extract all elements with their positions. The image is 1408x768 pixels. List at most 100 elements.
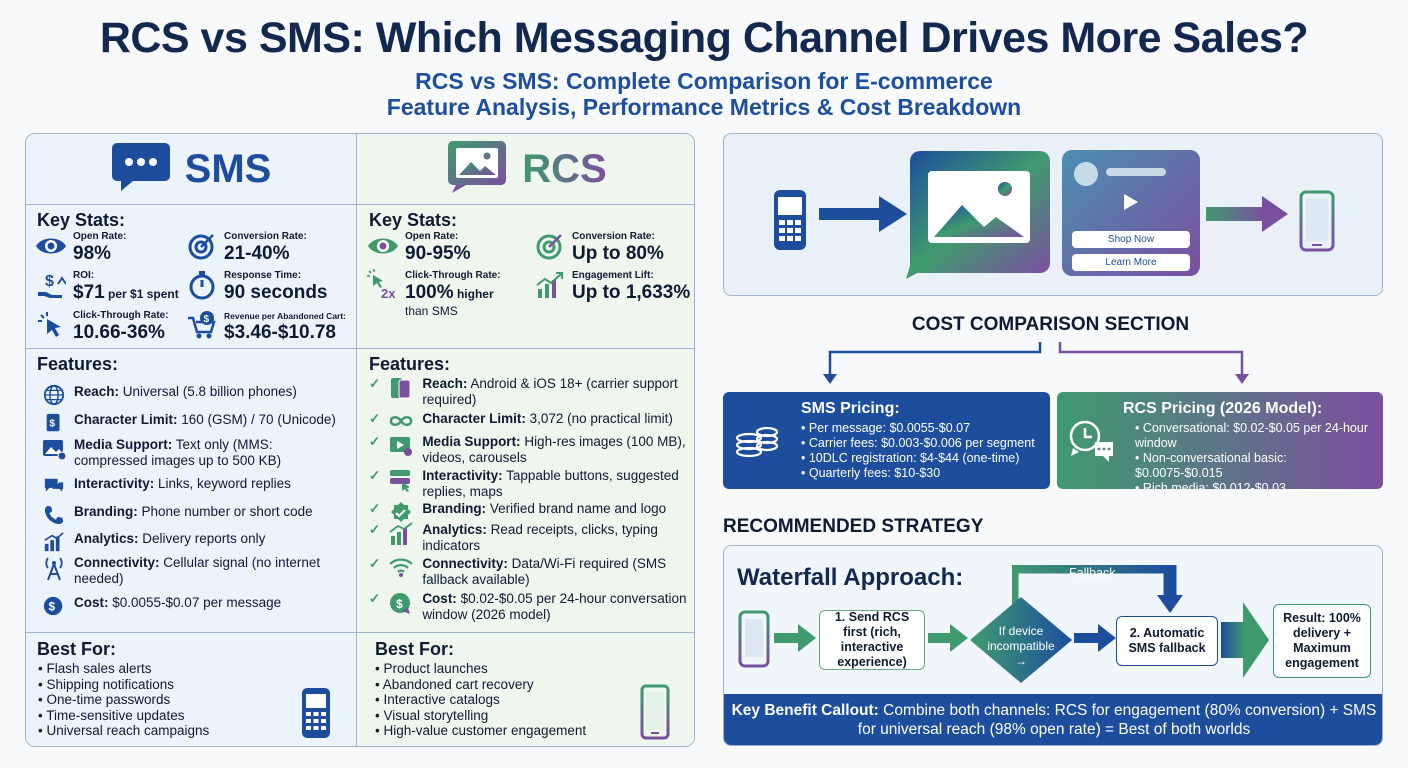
sms-name: SMS xyxy=(184,146,272,191)
feature-text: Cellular signal (no internet needed) xyxy=(74,555,321,586)
stat-value: $3.46-$10.78 xyxy=(224,322,336,343)
feature-label: Connectivity: xyxy=(422,556,508,571)
smartphone-icon xyxy=(1299,190,1335,252)
rcs-feature-interactivity: ✓ Interactivity: Tappable buttons, sugge… xyxy=(369,468,694,500)
feature-label: Analytics: xyxy=(74,531,139,546)
divider xyxy=(357,348,694,349)
result-box: Result: 100% delivery + Maximum engageme… xyxy=(1273,604,1371,678)
sms-key-stats-heading: Key Stats: xyxy=(37,210,126,230)
sms-stat-response-time: Response Time:90 seconds xyxy=(186,270,328,303)
check-icon: ✓ xyxy=(369,591,381,606)
buttons-icon xyxy=(390,470,411,492)
infinity-icon xyxy=(390,416,413,426)
image-icon xyxy=(43,440,66,461)
rcs-best-item: • High-value customer engagement xyxy=(375,723,587,738)
rcs-stat-conversion: Conversion Rate:Up to 80% xyxy=(534,231,664,264)
callout-label: Key Benefit Callout: xyxy=(731,702,879,719)
sms-best-item: • Flash sales alerts xyxy=(38,661,152,676)
sms-best-item: • One-time passwords xyxy=(38,692,171,707)
sms-pricing-line: • 10DLC registration: $4-$44 (one-time) xyxy=(801,451,1020,465)
sms-stat-open-rate: Open Rate:98% xyxy=(35,231,126,264)
stat-extra: than SMS xyxy=(405,304,458,318)
wifi-icon xyxy=(389,558,414,577)
feature-text: Text only (MMS: compressed images up to … xyxy=(74,437,282,468)
bar-chart-icon xyxy=(44,532,64,552)
growth-chart-icon xyxy=(534,270,566,300)
rcs-best-item: • Visual storytelling xyxy=(375,708,489,723)
big-arrow-right-icon xyxy=(1221,602,1269,678)
decision-label: If device incompatible → xyxy=(987,624,1055,668)
rcs-image-message-icon xyxy=(446,139,508,200)
feature-label: Reach: xyxy=(422,376,468,391)
feature-label: Branding: xyxy=(422,501,487,516)
stat-label: Conversion Rate: xyxy=(224,231,307,242)
feature-label: Cost: xyxy=(74,595,109,610)
feature-label: Cost: xyxy=(422,591,457,606)
arrow-right-icon xyxy=(928,624,968,652)
feature-label: Media Support: xyxy=(422,434,521,449)
fallback-label: Fallback xyxy=(1069,566,1116,580)
check-icon: ✓ xyxy=(369,376,381,391)
sms-chat-icon xyxy=(111,141,171,198)
rcs-best-item: • Product launches xyxy=(375,661,488,676)
sms-best-item: • Shipping notifications xyxy=(38,677,175,692)
rcs-feature-media: ✓ Media Support: High-res images (100 MB… xyxy=(369,434,694,466)
sms-pricing-card: SMS Pricing: • Per message: $0.0055-$0.0… xyxy=(723,392,1050,489)
phones-icon xyxy=(391,378,411,399)
feature-text: Read receipts, clicks, typing indicators xyxy=(422,522,658,553)
check-icon: ✓ xyxy=(369,501,381,516)
stat-label: Open Rate: xyxy=(73,231,127,242)
sms-feature-reach: Reach: Universal (5.8 billion phones) xyxy=(42,384,297,406)
learn-more-button[interactable]: Learn More xyxy=(1072,254,1190,271)
stat-value: 21-40% xyxy=(224,243,290,264)
gradient-arrow-right-icon xyxy=(1206,196,1288,232)
coin-chat-icon: $ xyxy=(390,593,411,614)
sms-header: SMS xyxy=(26,134,356,205)
cost-comparison-title: COST COMPARISON SECTION xyxy=(911,314,1190,335)
svg-text:$: $ xyxy=(45,273,54,290)
arrow-right-icon xyxy=(819,196,907,232)
smartphone-icon xyxy=(640,684,670,740)
sms-pricing-line: • Quarterly fees: $10-$30 xyxy=(801,466,941,480)
shop-now-button[interactable]: Shop Now xyxy=(1072,231,1190,248)
sms-pricing-title: SMS Pricing: xyxy=(801,400,900,417)
stat-value: 10.66-36% xyxy=(73,322,165,343)
stopwatch-icon xyxy=(186,270,218,300)
analytics-icon xyxy=(389,522,413,545)
rcs-feature-connectivity: ✓ Connectivity: Data/Wi-Fi required (SMS… xyxy=(369,556,694,588)
sms-column: SMS Key Stats: Open Rate:98% Conversion … xyxy=(26,134,356,746)
subtitle-comparison: RCS vs SMS: Complete Comparison for E-co… xyxy=(415,68,993,94)
text-placeholder xyxy=(1106,168,1166,176)
rcs-pricing-title: RCS Pricing (2026 Model): xyxy=(1123,400,1323,417)
key-benefit-callout: Key Benefit Callout: Combine both channe… xyxy=(724,694,1382,745)
sms-pricing-line: • Carrier fees: $0.003-$0.006 per segmen… xyxy=(801,436,1035,450)
feature-label: Connectivity: xyxy=(74,555,160,570)
rcs-feature-analytics: ✓ Analytics: Read receipts, clicks, typi… xyxy=(369,522,694,554)
recommended-strategy-heading: RECOMMENDED STRATEGY xyxy=(723,516,984,537)
sms-stat-ctr: Click-Through Rate:10.66-36% xyxy=(35,310,169,343)
stat-value: $71 xyxy=(73,282,105,303)
feature-text: Android & iOS 18+ (carrier support requi… xyxy=(422,376,678,407)
check-icon: ✓ xyxy=(369,522,381,537)
svg-text:$: $ xyxy=(204,314,210,325)
feature-label: Character Limit: xyxy=(422,411,526,426)
rcs-best-item: • Interactive catalogs xyxy=(375,692,500,707)
stat-value: 90 seconds xyxy=(224,282,328,303)
feature-text: Data/Wi-Fi required (SMS fallback availa… xyxy=(422,556,667,587)
stat-suffix: per $1 spent xyxy=(104,287,179,301)
svg-text:$: $ xyxy=(49,600,56,614)
strategy-box: Waterfall Approach: Fallback 1. Send RCS… xyxy=(723,545,1383,746)
stat-label: Conversion Rate: xyxy=(572,231,655,242)
stat-label: Click-Through Rate: xyxy=(73,310,169,321)
rcs-pricing-line: • Non-conversational basic: $0.0075-$0.0… xyxy=(1135,451,1287,480)
rcs-pricing-line: • Rich media: $0.012-$0.03 xyxy=(1135,481,1286,495)
play-icon xyxy=(1124,194,1138,210)
feature-text: Verified brand name and logo xyxy=(486,501,667,516)
rcs-feature-reach: ✓ Reach: Android & iOS 18+ (carrier supp… xyxy=(369,376,694,408)
feature-text: Phone number or short code xyxy=(137,504,313,519)
stat-value: Up to 80% xyxy=(572,243,664,264)
feature-label: Character Limit: xyxy=(74,412,178,427)
sms-feature-cost: $ Cost: $0.0055-$0.07 per message xyxy=(42,595,281,617)
cursor-2x-icon: 2x xyxy=(367,269,399,301)
